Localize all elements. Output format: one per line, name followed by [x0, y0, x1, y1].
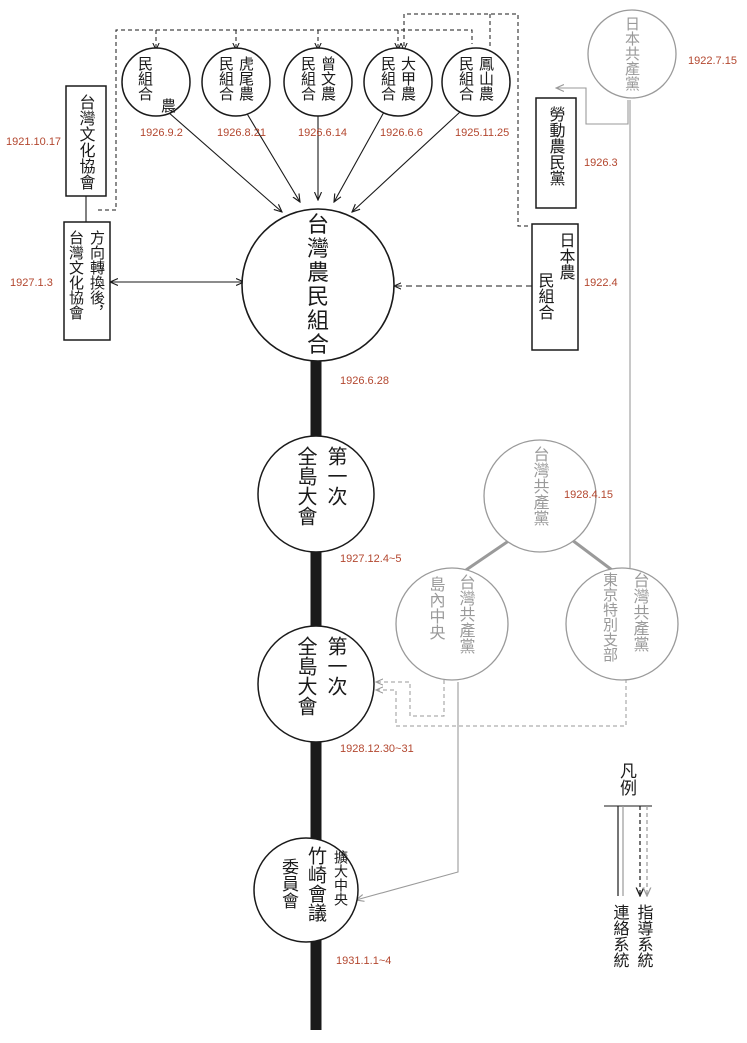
branch-min-zu-he-col-left: 民組合 — [136, 56, 154, 101]
culture-assoc-date: 1921.10.17 — [6, 136, 61, 148]
guide-japan-union-to-branches — [404, 13, 528, 227]
branch-da-jia-col-left: 民組合 — [379, 56, 397, 101]
branch-hu-wei-col-left: 民組合 — [217, 56, 235, 101]
branch-feng-shan-col-right: 鳳山農 — [477, 56, 495, 101]
japan-farmer-union-col-left: 民組合 — [536, 272, 555, 320]
gray-tw-communist-to-tokyo — [571, 538, 613, 572]
branch-min-zu-he-date: 1926.9.2 — [140, 127, 183, 139]
tokyo-branch-col-left: 東京特別支部 — [601, 572, 619, 662]
japan-communist-text: 日本共產黨 — [623, 16, 641, 91]
taiwan-communist-node: 台灣共產黨 1928.4.15 — [483, 439, 613, 553]
culture-assoc-after-col-right: 方向轉換後， — [88, 230, 106, 320]
committee-col2: 竹崎會議 — [305, 846, 327, 922]
main-node-char-3: 農 — [307, 261, 329, 286]
branch-zeng-wen-date: 1926.6.14 — [298, 127, 347, 139]
link-branch-min-zu-he — [167, 111, 282, 212]
gray-island-to-committee — [356, 682, 459, 900]
second-congress-col-left: 全島大會 — [294, 636, 318, 716]
gray-guide-island-to-second — [376, 680, 445, 717]
legend-solid-label: 連絡系統 — [611, 904, 630, 968]
branch-feng-shan-date: 1925.11.25 — [455, 127, 509, 139]
second-congress-col-right: 第一次 — [324, 636, 348, 696]
branch-feng-shan-col-left: 民組合 — [457, 56, 475, 101]
culture-assoc-after-box: 方向轉換後， 台灣文化協會 1927.1.3 — [10, 221, 111, 341]
japan-communist-date: 1922.7.15 — [688, 55, 737, 67]
culture-assoc-text: 台灣文化協會 — [77, 94, 96, 190]
guide-culture-to-branches — [98, 29, 473, 211]
first-congress-node: 第一次 全島大會 1927.12.4~5 — [257, 435, 401, 565]
taiwan-communist-text: 台灣共產黨 — [531, 446, 550, 526]
legend-title: 凡例 — [616, 762, 637, 796]
link-branch-hu-wei — [245, 111, 300, 202]
first-congress-date: 1927.12.4~5 — [340, 553, 401, 565]
branch-min-zu-he-col-right: 農 — [159, 98, 177, 113]
tokyo-branch-node: 台灣共產黨 東京特別支部 — [565, 567, 679, 681]
branch-da-jia-col-right: 大甲農 — [399, 56, 417, 101]
taiwan-communist-date: 1928.4.15 — [564, 489, 613, 501]
committee-col1: 擴大中央 — [332, 849, 348, 906]
first-congress-col-right: 第一次 — [324, 446, 348, 506]
tokyo-branch-col-right: 台灣共產黨 — [631, 572, 650, 652]
committee-node: 擴大中央 竹崎會議 委員會 1931.1.1~4 — [253, 837, 391, 967]
main-node-char-1: 台 — [307, 213, 329, 238]
branch-min-zu-he: 農 民組合 1926.9.2 — [121, 47, 191, 139]
gray-guide-tokyo-to-second — [376, 672, 627, 727]
branch-hu-wei-date: 1926.8.21 — [217, 127, 266, 139]
japan-farmer-union-box: 日本農 民組合 1922.4 — [531, 223, 618, 351]
gray-tw-communist-to-island — [465, 538, 511, 572]
labor-farmer-party-text: 勞動農民黨 — [547, 106, 566, 186]
first-congress-col-left: 全島大會 — [294, 446, 318, 526]
branch-feng-shan: 鳳山農 民組合 1925.11.25 — [441, 47, 511, 139]
island-central-col-left: 島內中央 — [427, 576, 446, 640]
main-node-char-6: 合 — [307, 333, 329, 358]
branch-hu-wei-col-right: 虎尾農 — [237, 56, 255, 101]
branch-zeng-wen-col-left: 民組合 — [299, 56, 317, 101]
main-node-char-2: 灣 — [307, 237, 329, 262]
main-node: 台 灣 農 民 組 合 1926.6.28 — [241, 208, 395, 387]
main-node-date: 1926.6.28 — [340, 375, 389, 387]
gray-japan-communist-to-labor — [556, 88, 629, 125]
culture-assoc-after-col-left: 台灣文化協會 — [67, 230, 85, 320]
link-branch-da-jia — [334, 111, 385, 202]
japan-farmer-union-col-right: 日本農 — [557, 232, 576, 280]
island-central-node: 台灣共產黨 島內中央 — [395, 567, 509, 681]
second-congress-date: 1928.12.30~31 — [340, 743, 414, 755]
branch-hu-wei: 虎尾農 民組合 1926.8.21 — [201, 47, 271, 139]
committee-col3: 委員會 — [278, 858, 299, 909]
japan-farmer-union-date: 1922.4 — [584, 277, 618, 289]
branch-da-jia-date: 1926.6.6 — [380, 127, 423, 139]
branch-zeng-wen: 曾文農 民組合 1926.6.14 — [283, 47, 353, 139]
main-node-char-5: 組 — [307, 309, 329, 334]
culture-assoc-box: 台灣文化協會 1921.10.17 — [6, 85, 107, 197]
branch-nodes: 農 民組合 1926.9.2 虎尾農 民組合 1926.8.21 曾文農 民組合… — [121, 47, 511, 139]
link-branch-feng-shan — [352, 111, 461, 212]
labor-farmer-party-date: 1926.3 — [584, 157, 618, 169]
legend: 凡例 連絡系統 指導系統 — [604, 762, 654, 968]
japan-communist-node: 日本共產黨 1922.7.15 — [587, 9, 737, 99]
island-central-col-right: 台灣共產黨 — [457, 574, 476, 654]
second-congress-node: 第一次 全島大會 1928.12.30~31 — [257, 625, 414, 755]
culture-assoc-after-date: 1927.1.3 — [10, 277, 53, 289]
main-node-char-4: 民 — [307, 285, 329, 310]
branch-zeng-wen-col-right: 曾文農 — [319, 56, 337, 101]
committee-date: 1931.1.1~4 — [336, 955, 391, 967]
labor-farmer-party-box: 勞動農民黨 1926.3 — [535, 97, 618, 209]
branch-da-jia: 大甲農 民組合 1926.6.6 — [363, 47, 433, 139]
legend-dashed-label: 指導系統 — [635, 904, 654, 968]
